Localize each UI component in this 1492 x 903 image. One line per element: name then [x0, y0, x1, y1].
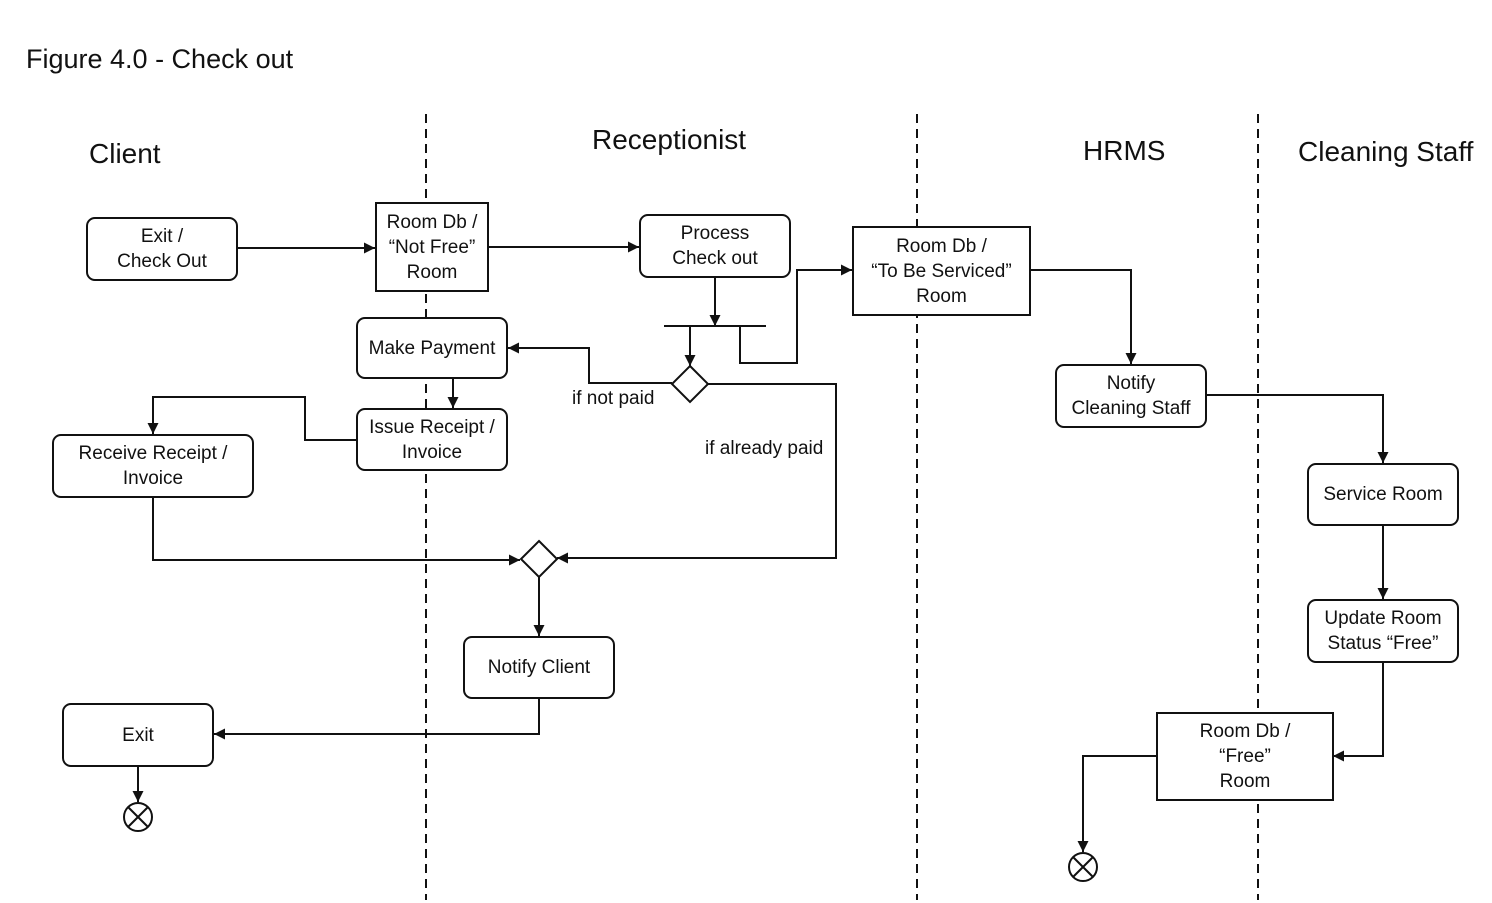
flow-final-hrms [1068, 852, 1098, 882]
merge-diamond [519, 539, 559, 579]
activity-issue-receipt: Issue Receipt / Invoice [356, 408, 508, 471]
lane-title-hrms: HRMS [1083, 135, 1166, 166]
flow-update-status-to-room-free [1333, 662, 1384, 762]
flow-final-client [123, 802, 153, 832]
lane-title-cleaning-staff: Cleaning Staff [1298, 136, 1474, 167]
activity-update-room-status: Update Room Status “Free” [1307, 599, 1459, 663]
guard-if-not-paid: if not paid [572, 388, 655, 409]
flow-not-paid-to-make-payment [508, 342, 672, 384]
activity-process-checkout: Process Check out [639, 214, 791, 278]
payment-decision-diamond [670, 364, 710, 404]
activity-notify-cleaning-staff: Notify Cleaning Staff [1055, 364, 1207, 428]
figure-title: Figure 4.0 - Check out [26, 44, 294, 74]
activity-exit-checkout: Exit / Check Out [86, 217, 238, 281]
guard-if-already-paid: if already paid [705, 438, 824, 459]
flow-notify-cleaning-to-service-room [1207, 394, 1389, 463]
flow-room-to-be-serviced-to-notify-cleaning [1030, 269, 1137, 364]
activity-notify-client: Notify Client [463, 636, 615, 699]
flow-fork-to-room-to-be-serviced [739, 264, 852, 364]
flow-issue-receipt-to-receive-receipt [147, 396, 357, 441]
activity-exit: Exit [62, 703, 214, 767]
flow-notify-client-to-exit [214, 699, 540, 740]
flow-already-paid-to-merge [557, 383, 837, 564]
flow-room-free-to-final [1077, 755, 1156, 852]
activity-make-payment: Make Payment [356, 317, 508, 379]
lane-title-client: Client [89, 138, 161, 169]
object-room-free: Room Db / “Free” Room [1156, 712, 1334, 801]
object-room-not-free: Room Db / “Not Free” Room [375, 202, 489, 292]
lane-title-receptionist: Receptionist [592, 124, 747, 155]
activity-service-room: Service Room [1307, 463, 1459, 526]
flow-receive-receipt-to-merge [152, 497, 520, 566]
object-room-to-be-serviced: Room Db / “To Be Serviced” Room [852, 226, 1031, 316]
activity-receive-receipt: Receive Receipt / Invoice [52, 434, 254, 498]
